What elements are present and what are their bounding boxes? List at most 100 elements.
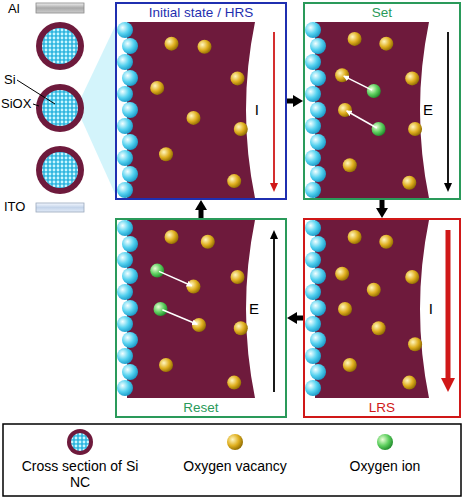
si-atom [122,364,138,380]
oxygen-ion [150,264,164,278]
si-atom [305,252,321,268]
oxygen-vacancy [227,376,241,390]
legend-text: Oxygen ion [310,458,460,474]
oxygen-vacancy [348,32,362,46]
si-atom [305,54,321,70]
legend-sample [221,428,249,456]
oxygen-vacancy [379,37,393,51]
si-atom [310,134,326,150]
siox-shell [127,22,255,198]
si-atom [117,86,133,102]
oxygen-vacancy [165,230,179,244]
oxygen-vacancy [201,235,215,249]
zoom-wedge [80,22,117,198]
si-atom [117,54,133,70]
state-panel: Set [303,2,461,200]
arrow-head [441,378,455,392]
si-atom [310,38,326,54]
oxygen-vacancy [338,103,352,117]
si-atom [117,182,133,198]
drift-arrow [162,310,197,324]
oxygen-vacancy [159,147,173,161]
si-atom [122,236,138,252]
si-nanocrystal [36,22,84,194]
state-panel: Initial state / HRS [115,2,287,200]
field-arrow [447,32,449,184]
oxygen-vacancy [198,40,212,54]
si-atom [122,332,138,348]
oxygen-vacancy [402,376,416,390]
si-atom [117,380,133,396]
si-atom [122,166,138,182]
si-atom [305,86,321,102]
oxygen-vacancy [338,302,352,316]
si-atom [310,268,326,284]
si-atom [122,300,138,316]
si-atom [122,268,138,284]
legend-text: Oxygen vacancy [160,458,310,474]
oxygen-vacancy [408,337,422,351]
oxygen-vacancy [159,358,173,372]
current-label: I [254,101,260,118]
legend-text: Cross section of Si NC [18,458,142,490]
siox-shell [315,220,429,398]
si-atom [310,236,326,252]
si-atom [122,102,138,118]
oxygen-vacancy [187,280,201,294]
oxygen-vacancy [231,71,245,85]
oxygen-vacancy [343,158,357,172]
siox-shell [315,22,429,198]
si-atom [117,118,133,134]
arrow-head [270,183,278,192]
oxygen-vacancy [335,267,349,281]
si-atom [305,182,321,198]
legend-sample [66,428,94,456]
si-atom [310,102,326,118]
current-arrow [273,32,275,184]
leader-line [33,104,39,106]
panel-title: LRS [305,399,459,416]
si-atom [117,348,133,364]
oxygen-vacancy [372,321,386,335]
si-atom [117,220,133,236]
oxygen-vacancy [408,122,422,136]
oxygen-vacancy [192,318,206,332]
oxygen-vacancy [234,321,248,335]
legend-box [3,424,461,496]
transition-arrow [199,209,204,218]
part-label: SiOX [1,96,31,111]
oxygen-vacancy [187,111,201,125]
si-atom [117,284,133,300]
siox-shell [127,220,255,398]
si-atom [117,150,133,166]
panel-title: Reset [117,399,285,416]
si-atom [122,38,138,54]
drift-arrow [159,271,192,285]
transition-arrow [296,316,303,321]
panel-title: Set [305,4,459,21]
oxygen-vacancy [348,230,362,244]
si-atom [305,118,321,134]
oxygen-vacancy [335,68,349,82]
oxygen-vacancy [150,81,164,95]
drift-arrow [347,111,377,128]
si-atom [305,380,321,396]
si-atom [305,150,321,166]
al-electrode [36,3,84,13]
drift-arrow [344,76,372,90]
transition-arrow [287,99,294,104]
si-atom [310,300,326,316]
oxygen-vacancy [405,71,419,85]
oxygen-vacancy [227,174,241,188]
oxygen-vacancy [379,235,393,249]
oxygen-vacancy [367,283,381,297]
arrow-head [444,183,452,192]
si-atom [117,252,133,268]
si-atom [305,316,321,332]
oxygen-ion [154,302,168,316]
oxygen-vacancy [402,176,416,190]
si-atom [305,348,321,364]
oxygen-vacancy [231,270,245,284]
legend-entry: Oxygen vacancy [160,428,310,474]
